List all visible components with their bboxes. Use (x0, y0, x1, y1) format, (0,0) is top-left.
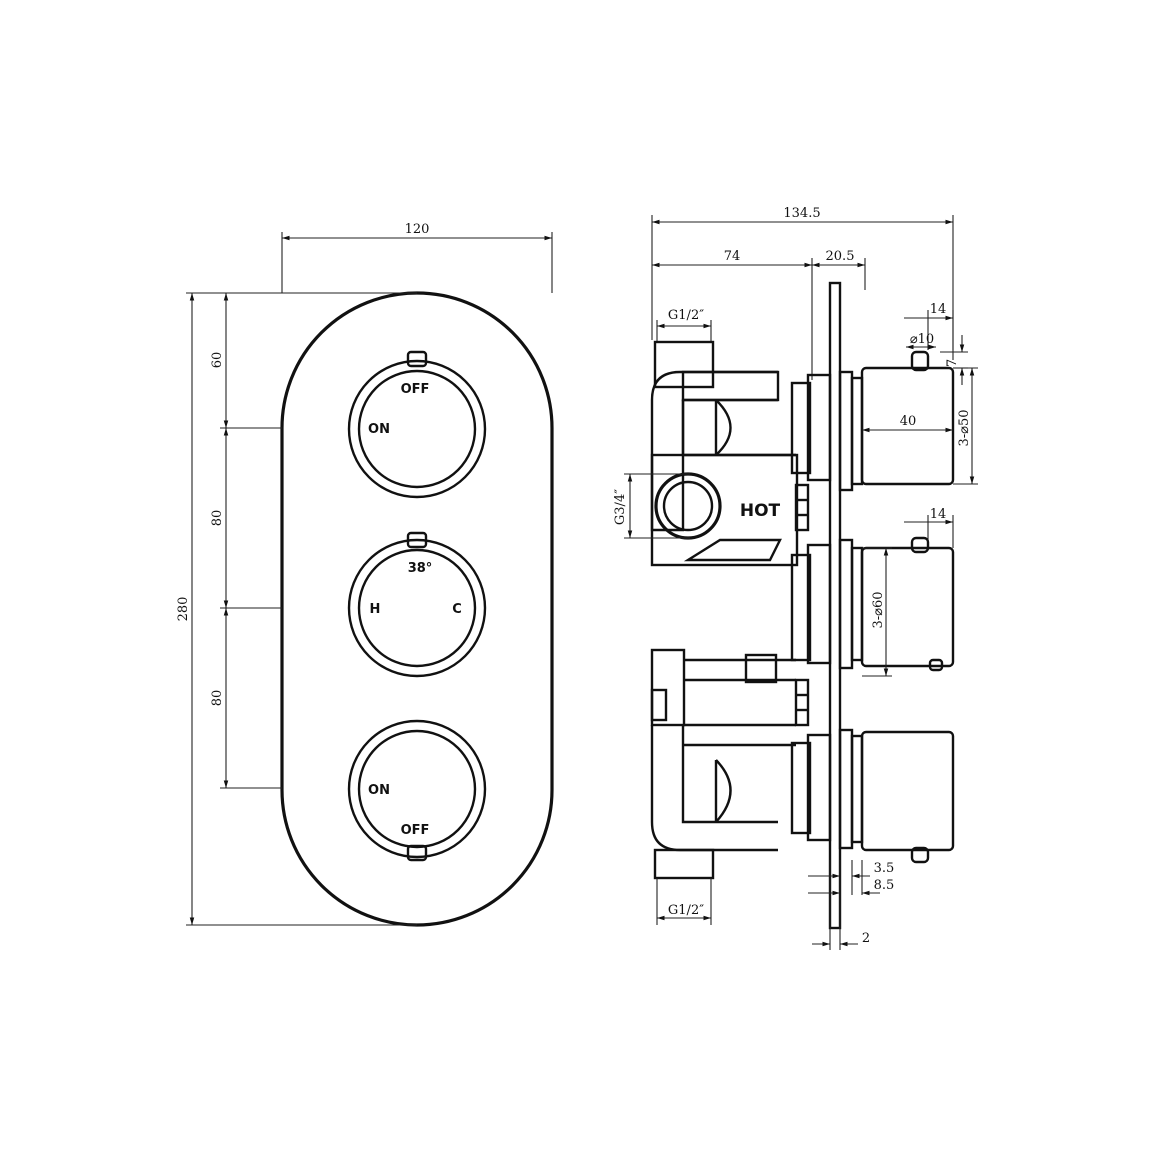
dim-top: 60 (210, 352, 225, 369)
label-on-top: ON (368, 422, 390, 437)
dim-pin-dia: ⌀10 (910, 332, 934, 347)
label-hot: H (370, 602, 381, 617)
side-view: 134.5 74 20.5 G1/2″ HOT G3/4″ (613, 206, 978, 950)
dim-3-5: 3.5 (874, 861, 895, 876)
dim-height: 280 (176, 597, 191, 622)
dim-inlet-bottom: G1/2″ (668, 903, 704, 918)
dim-handle-dia-large: 3-⌀60 (871, 591, 886, 628)
dim-body-depth: 74 (724, 249, 741, 264)
label-off-top: OFF (401, 382, 430, 397)
dim-total-depth: 134.5 (783, 206, 820, 221)
dim-plate-thickness: 2 (862, 931, 870, 946)
label-on-bottom: ON (368, 783, 390, 798)
top-control-knob: OFF ON (347, 350, 487, 499)
dim-knob-width-2: 14 (930, 507, 947, 522)
dim-knob-width: 14 (930, 302, 947, 317)
dim-pin-height: 7 (945, 359, 960, 367)
dim-8-5: 8.5 (874, 878, 895, 893)
dim-mid-2: 80 (210, 690, 225, 707)
dim-handle-length: 40 (900, 414, 917, 429)
dim-plate-gap: 20.5 (826, 249, 855, 264)
thermostat-knob: 38° H C (347, 531, 487, 678)
dim-inlet-side: G3/4″ (613, 489, 628, 525)
label-temperature: 38° (408, 561, 433, 576)
label-off-bottom: OFF (401, 823, 430, 838)
front-view: 120 280 60 80 80 OFF ON 38° H C (176, 222, 554, 927)
label-cold: C (452, 602, 462, 617)
dim-mid-1: 80 (210, 510, 225, 527)
dim-handle-dia-small: 3-⌀50 (957, 409, 972, 446)
dim-inlet-top: G1/2″ (668, 308, 704, 323)
label-hot-inlet: HOT (740, 501, 781, 521)
bottom-control-knob: ON OFF (347, 719, 487, 862)
dim-width: 120 (405, 222, 430, 237)
